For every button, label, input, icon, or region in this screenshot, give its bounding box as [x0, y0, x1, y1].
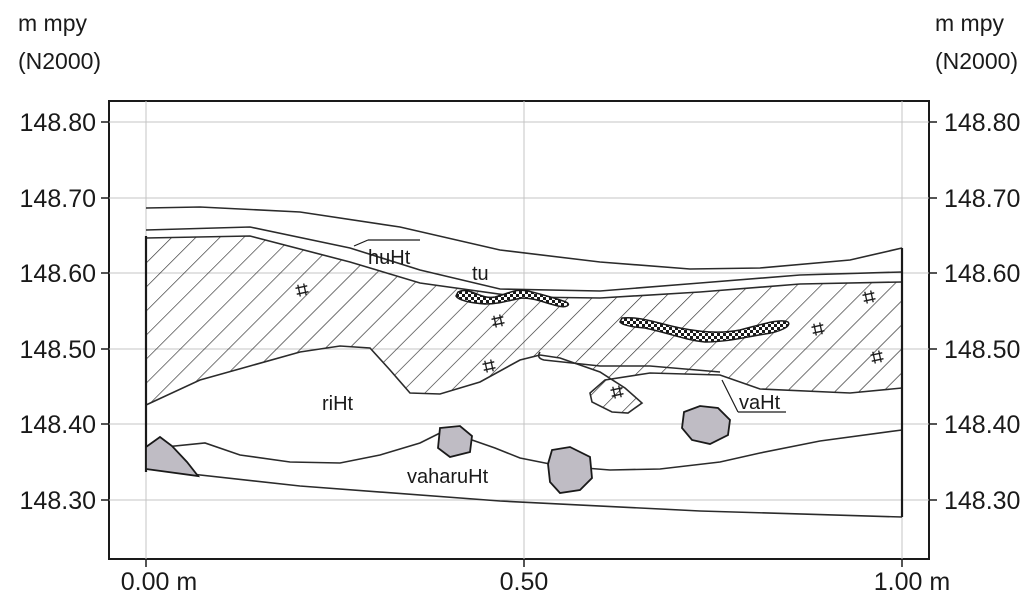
- right-unit-line1: m mpy: [935, 10, 1005, 36]
- y-tick-right: 148.70: [944, 185, 1020, 213]
- root-symbol-icon: [870, 350, 884, 364]
- x-tick-label: 0.00 m: [121, 568, 197, 596]
- root-symbol-icon: [482, 359, 496, 373]
- y-tick-left: 148.70: [20, 185, 96, 213]
- x-tick-label: 0.50: [500, 568, 549, 596]
- y-tick-right: 148.40: [944, 411, 1020, 439]
- stone-3: [681, 405, 731, 445]
- left-unit-line2: (N2000): [18, 48, 101, 74]
- y-tick-right: 148.60: [944, 260, 1020, 288]
- y-tick-left: 148.30: [20, 487, 96, 515]
- root-symbols: [295, 283, 884, 399]
- plot-frame: [108, 100, 930, 560]
- root-symbol-icon: [491, 314, 505, 328]
- y-tick-right: 148.80: [944, 109, 1020, 137]
- y-tick-left: 148.60: [20, 260, 96, 288]
- stones: [145, 405, 731, 494]
- root-symbol-icon: [811, 322, 825, 336]
- root-symbol-icon: [295, 283, 309, 297]
- y-tick-right: 148.50: [944, 336, 1020, 364]
- root-symbol-icon: [862, 290, 876, 304]
- root-symbol-icon: [610, 385, 624, 399]
- layer-label-vaharuHt: vaharuHt: [407, 466, 489, 488]
- y-tick-left: 148.40: [20, 411, 96, 439]
- profile-walls: [144, 236, 904, 517]
- stone-2: [547, 446, 593, 494]
- hatched-layer: [146, 236, 902, 413]
- layer-label-huHt: huHt: [368, 247, 411, 269]
- stone-1: [437, 425, 473, 458]
- stone-left: [145, 435, 201, 478]
- tick-marks: [101, 121, 937, 567]
- y-tick-left: 148.50: [20, 336, 96, 364]
- y-tick-right: 148.30: [944, 487, 1020, 515]
- layer-label-riHt: riHt: [322, 393, 354, 415]
- right-unit-line2: (N2000): [935, 48, 1018, 74]
- layer-label-vaHt: vaHt: [739, 392, 781, 414]
- y-tick-left: 148.80: [20, 109, 96, 137]
- left-unit-line1: m mpy: [18, 10, 88, 36]
- label-leaders: [353, 239, 786, 413]
- x-tick-label: 1.00 m: [874, 568, 950, 596]
- charcoal-streaks: [455, 289, 790, 343]
- layer-label-tu: tu: [472, 263, 489, 285]
